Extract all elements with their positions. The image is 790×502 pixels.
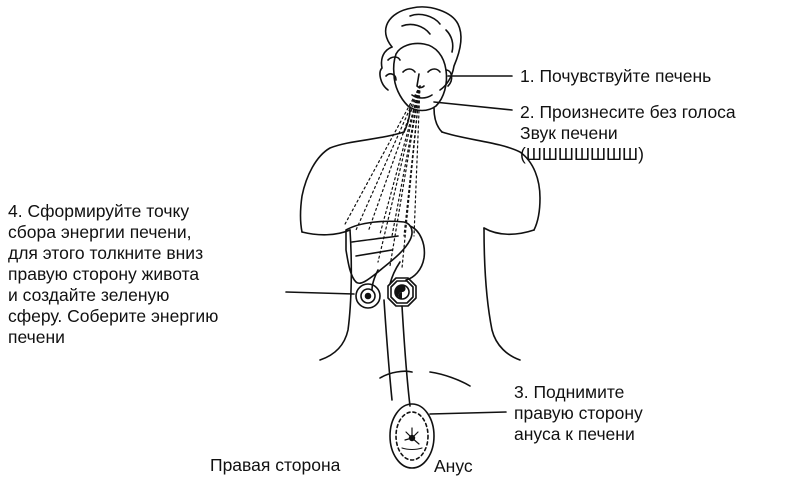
torso-right: [483, 227, 521, 361]
step-4-line: сбора энергии печени,: [8, 222, 192, 242]
perineum-oval: [389, 403, 435, 469]
step-4-line: правую сторону живота: [8, 264, 200, 284]
neck-right: [433, 107, 443, 133]
nose: [416, 73, 425, 89]
torso-left: [319, 229, 353, 361]
step-4-label: 4. Сформируйте точку сбора энергии печен…: [8, 201, 218, 348]
step-3-line: 3. Поднимите: [514, 382, 625, 402]
face-outline: [392, 42, 448, 112]
step-4-line: и создайте зеленую: [8, 285, 170, 305]
step-3-line: правую сторону: [514, 403, 643, 423]
step-3-line: ануса к печени: [514, 424, 635, 444]
organ-right: [405, 225, 426, 281]
liver: [345, 220, 413, 285]
anus-label: Анус: [434, 456, 473, 476]
energy-sphere-outer: [355, 283, 381, 309]
step-2-line: (ШШШШШШШ): [520, 144, 644, 164]
pointer-step4: [285, 291, 355, 295]
pointer-step2: [433, 101, 513, 111]
leg-right: [429, 371, 471, 387]
step-1-line: 1. Почувствуйте печень: [520, 66, 712, 86]
step-3-label: 3. Поднимите правую сторону ануса к пече…: [514, 382, 643, 445]
step-2-line: 2. Произнесите без голоса: [520, 102, 736, 122]
pakua-octagon: [387, 277, 417, 307]
energy-rays: [343, 85, 421, 269]
shoulder-right: [441, 131, 541, 231]
step-1-label: 1. Почувствуйте печень: [520, 66, 711, 87]
right-side-label: Правая сторона: [210, 455, 341, 475]
step-2-label: 2. Произнесите без голоса Звук печени (Ш…: [520, 102, 736, 165]
mouth: [411, 94, 433, 99]
energy-channel: [383, 299, 393, 401]
step-2-line: Звук печени: [520, 123, 618, 143]
step-4-line: сферу. Соберите энергию: [8, 306, 219, 326]
pointer-step3: [429, 411, 507, 415]
step-4-line: печени: [8, 327, 65, 347]
hair-curls-left: [379, 46, 393, 91]
hair-outline: [384, 6, 462, 91]
eye-left: [402, 68, 416, 73]
step-4-line: 4. Сформируйте точку: [8, 201, 190, 221]
shoulder-left: [299, 131, 405, 233]
eye-right: [427, 68, 441, 73]
step-4-line: для этого толкните вниз: [8, 243, 204, 263]
leg-left: [379, 370, 413, 379]
